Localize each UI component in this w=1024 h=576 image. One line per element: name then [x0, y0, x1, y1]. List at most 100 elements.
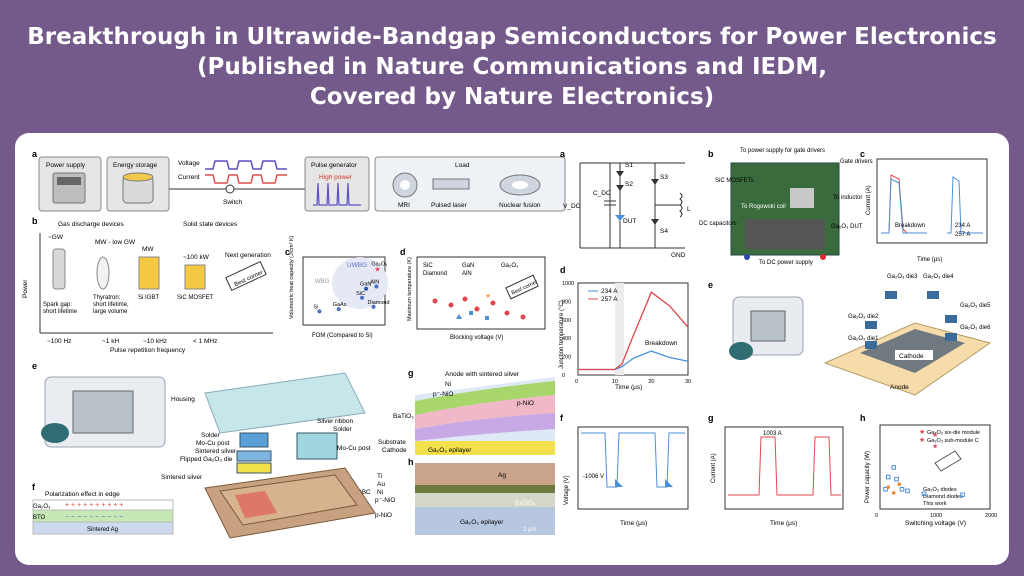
rd-y-tick: 400 — [562, 336, 571, 342]
gnd-label: GND — [671, 252, 686, 259]
r-panel-e-label: e — [708, 280, 713, 290]
rd-y-tick: 1000 — [562, 281, 574, 287]
f-bto: BTO — [33, 515, 46, 521]
rd-x-tick: 30 — [685, 379, 691, 385]
dc-supply-label: To DC power supply — [759, 260, 813, 266]
rg-current-trace — [728, 436, 841, 496]
switch-label: Switch — [223, 199, 243, 206]
gate-drivers-label: Gate drivers — [840, 159, 873, 165]
polarization-label: Polarization effect in edge — [45, 491, 120, 498]
tweezer-right-icon — [729, 342, 753, 360]
panel-f-label: f — [32, 482, 36, 492]
cdc-label: C_DC — [593, 190, 611, 197]
rc-plot-frame — [876, 158, 988, 244]
b-xlabel: Pulse repetition frequency — [110, 347, 186, 354]
b-mw: MW — [142, 246, 154, 253]
cathode-label: Cathode — [899, 353, 924, 360]
power-supply-label: Power supply — [46, 162, 86, 169]
c-wbg: WBG — [315, 279, 330, 285]
rg-xlabel: Time (μs) — [770, 520, 797, 527]
panel-b-label: b — [32, 216, 38, 226]
rh-leg3: Ga₂O₃ diodes — [923, 487, 957, 493]
nuclear-fusion-label: Nuclear fusion — [499, 202, 541, 209]
h-ag-layer — [415, 463, 555, 485]
c-point — [336, 307, 341, 312]
si-igbt-label: Si IGBT — [138, 295, 159, 301]
rg-ylabel: Current (A) — [711, 453, 717, 483]
h-nio-layer — [415, 493, 555, 507]
rh-point-diode — [883, 486, 888, 492]
h-au: Au — [377, 481, 385, 488]
pulse-generator-label: Pulse generator — [311, 162, 358, 169]
b-f3: ~10 kHz — [143, 338, 167, 345]
rh-leg1-star: ★ — [919, 428, 925, 436]
spark-gap-1: Spark gap: — [43, 302, 72, 308]
rd-xlabel: Time (μs) — [615, 384, 642, 391]
c-point-ga2o3: ★ — [374, 265, 380, 273]
rg-plot-frame — [724, 426, 844, 510]
c-point — [371, 304, 376, 309]
die6-icon — [945, 333, 957, 341]
energy-storage-label: Energy storage — [113, 162, 157, 169]
rh-xlabel: Switching voltage (V) — [905, 520, 966, 527]
b-best-corner-arrow — [225, 260, 267, 292]
rh-point-diode — [899, 486, 905, 492]
spark-gap-icon — [52, 248, 66, 290]
rf-fill-2 — [665, 479, 673, 487]
rh-point-diamond — [891, 491, 896, 495]
gas-discharge-label: Gas discharge devices — [58, 221, 125, 228]
mri-label: MRI — [398, 202, 410, 209]
rh-leg2: Ga₂O₃ sub-module C — [927, 438, 979, 444]
d-legend-diamond: Diamond — [423, 271, 447, 277]
thyratron-1: Thyratron: — [93, 295, 121, 301]
d-best-corner-arrow — [505, 274, 539, 300]
s3-label: S3 — [660, 174, 668, 181]
figure-card: a Power supply Energy storage Voltage Cu… — [15, 133, 1009, 565]
c-point-label: GaN — [360, 282, 371, 288]
rc-234-pulse1 — [881, 178, 927, 234]
c-ylabel: Volumetric heat capacity (J/cm³ K) — [289, 235, 295, 319]
b-next-gen: Next generation — [225, 252, 271, 259]
b-gw: ~GW — [48, 234, 64, 241]
r-panel-d-label: d — [560, 265, 566, 275]
rh-point-diode — [921, 491, 927, 497]
g-substrate: Substrate — [378, 439, 406, 446]
d-point — [485, 316, 489, 320]
power-capacity-chart: Power capacity (W) Switching voltage (V)… — [865, 424, 997, 527]
rg-annot: 1003 A — [763, 431, 782, 437]
g-pnio: p⁻-NiO — [433, 391, 453, 398]
uwbg-region — [332, 257, 388, 309]
rc-257: 257 A — [955, 232, 970, 238]
solid-state-label: Solid state devices — [183, 221, 238, 228]
rh-ylabel: Power capacity (W) — [865, 451, 871, 503]
h-epilayer — [415, 507, 555, 535]
rh-point-diamond — [886, 485, 891, 489]
h-pnio2: p-NiO — [375, 512, 392, 519]
die1-label: Ga₂O₃ die1 — [848, 336, 879, 342]
b-f1: ~100 Hz — [47, 338, 71, 345]
pulse-generator-box — [304, 156, 370, 212]
rh-point-diode — [960, 492, 965, 498]
panel-h-label: h — [408, 457, 414, 467]
h-metal-stack — [415, 485, 555, 493]
s1-label: S1 — [625, 162, 633, 169]
r-panel-f-label: f — [560, 413, 564, 423]
die5-icon — [945, 315, 957, 323]
d-ylabel: Maximum temperature (K) — [407, 257, 413, 321]
title-line-3: Covered by Nature Electronics) — [309, 84, 715, 110]
d-point — [469, 311, 473, 315]
d-point — [462, 296, 468, 302]
g-ni: Ni — [445, 381, 451, 388]
d-legend-ga2o3: Ga₂O₃ — [501, 263, 519, 269]
rd-shaded-region — [615, 283, 624, 375]
current-label: Current — [178, 174, 200, 181]
mocu-stack — [236, 450, 272, 462]
composite-figure: a Power supply Energy storage Voltage Cu… — [22, 148, 997, 539]
panel-d-label: d — [400, 247, 406, 257]
rh-point-diode — [894, 476, 899, 482]
mri-bore-icon — [400, 180, 410, 190]
h-ag: Ag — [498, 472, 506, 479]
rh-leg1: Ga₂O₃ six-die module — [927, 430, 980, 436]
fusion-core-icon — [512, 181, 528, 189]
rh-x-tick: 1000 — [930, 513, 942, 519]
